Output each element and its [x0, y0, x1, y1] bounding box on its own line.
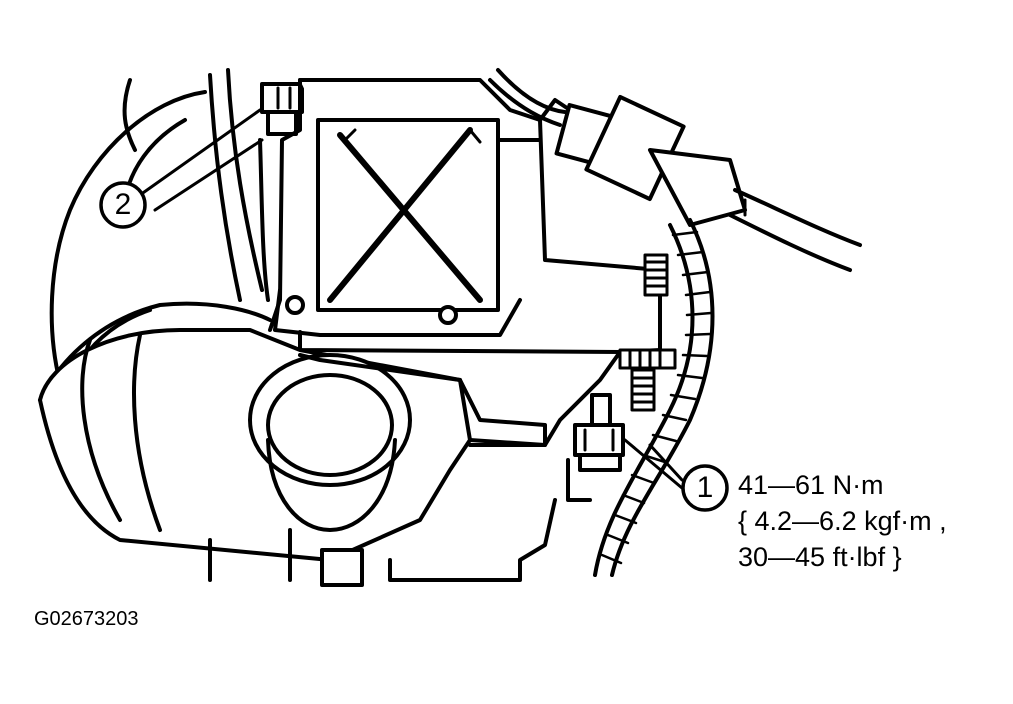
sensor-connector [488, 68, 862, 272]
wiring-harness [593, 218, 715, 577]
torque-spec-line-3: 30—45 ft·lbf } [738, 542, 902, 572]
figure-id: G02673203 [34, 608, 139, 630]
callout-1-number: 1 [696, 471, 714, 504]
callout-2-circle [99, 181, 147, 229]
callout-2-number: 2 [114, 188, 132, 221]
torque-spec-line-1: 41—61 N·m [738, 470, 884, 500]
throttle-body [268, 78, 662, 447]
intake-duct [38, 328, 557, 587]
callout-1-circle [681, 464, 729, 512]
leader-lines [138, 108, 684, 490]
torque-spec-line-2: { 4.2—6.2 kgf·m , [738, 506, 947, 536]
throttle-springs [618, 253, 677, 412]
upper-mounting-bolt [260, 82, 304, 136]
lower-mounting-nut [566, 393, 625, 502]
